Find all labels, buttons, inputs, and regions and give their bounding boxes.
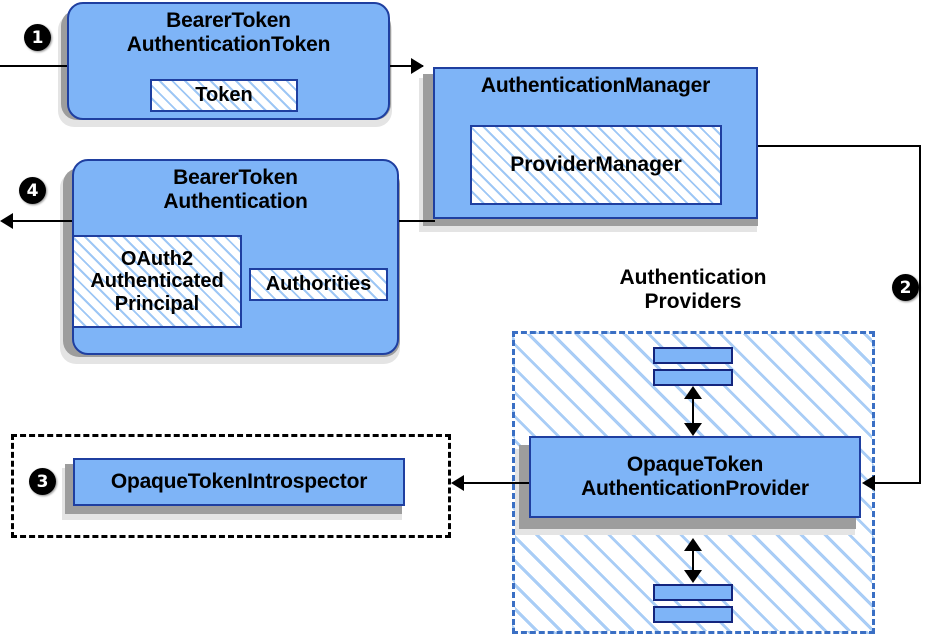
manager-to-result-line [390,220,435,222]
compartment-token-label: Token [195,84,253,106]
compartment-provider-manager-label: ProviderManager [510,153,682,176]
authentication-providers-caption-line1: Authentication [619,266,767,289]
provider-bottom-connector-arrow-up [684,538,702,551]
provider-bar-bottom-1 [653,584,733,601]
authentication-providers-caption-line2: Providers [644,290,742,314]
manager-to-rail-line [758,145,921,147]
provider-top-connector-arrow-up [684,386,702,399]
compartment-token[interactable]: Token [150,79,298,112]
provider-top-connector-arrow-down [684,423,702,436]
step-marker-1-label: 1 [31,27,44,48]
node-opaque-token-introspector[interactable]: OpaqueTokenIntrospector [73,458,405,506]
authentication-providers-caption: Authentication Providers [562,266,824,314]
compartment-principal-line2: Authenticated [90,270,224,293]
node-title: OpaqueToken AuthenticationProvider [531,453,859,500]
step1-input-line [0,65,70,67]
provider-bar-bottom-2 [653,606,733,623]
compartment-oauth2-authenticated-principal[interactable]: OAuth2 Authenticated Principal [72,235,242,328]
rail-to-provider-arrowhead [862,475,875,491]
step-marker-4: 4 [19,177,46,204]
node-title: BearerToken AuthenticationToken [69,9,388,56]
compartment-principal-line3: Principal [114,292,200,315]
node-title-line2: AuthenticationProvider [581,477,809,500]
step-marker-2-label: 2 [899,277,912,298]
step-marker-2: 2 [892,274,919,301]
node-title-line2: AuthenticationToken [126,32,331,56]
rail-to-provider-line [872,482,921,484]
step-marker-3: 3 [29,468,56,495]
token-to-manager-arrowhead [411,58,424,74]
node-title: AuthenticationManager [435,74,756,98]
provider-bottom-connector-line [692,547,694,577]
result-output-line [10,220,72,222]
node-title-line2: Authentication [163,189,308,213]
provider-bottom-connector-arrow-down [684,570,702,583]
provider-to-introspector-line [463,482,530,484]
provider-top-connector-line [692,395,694,430]
compartment-authorities[interactable]: Authorities [249,268,388,301]
compartment-principal-line1: OAuth2 [120,247,194,270]
provider-bar-top-2 [653,369,733,386]
node-opaque-token-authentication-provider[interactable]: OpaqueToken AuthenticationProvider [529,436,861,518]
result-output-arrowhead [0,213,13,229]
step-marker-3-label: 3 [36,471,49,492]
compartment-authorities-label: Authorities [265,273,372,295]
node-title: OpaqueTokenIntrospector [75,470,403,494]
node-title: BearerToken Authentication [74,166,397,213]
compartment-provider-manager[interactable]: ProviderManager [470,125,722,205]
node-title-line1: BearerToken [173,166,298,189]
provider-to-introspector-arrowhead [451,475,464,491]
rail-vertical-line [919,145,921,483]
token-to-manager-line [388,65,423,67]
node-title-text: OpaqueTokenIntrospector [110,470,368,494]
node-title-line1: BearerToken [166,9,291,32]
provider-bar-top-1 [653,347,733,364]
step-marker-1: 1 [24,24,51,51]
node-title-text: AuthenticationManager [480,74,711,97]
step-marker-4-label: 4 [26,180,39,201]
node-title-line1: OpaqueToken [626,453,764,477]
